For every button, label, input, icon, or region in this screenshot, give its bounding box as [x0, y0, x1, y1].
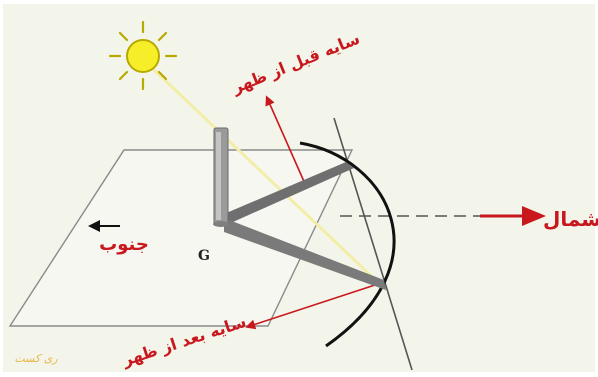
label-north: شمال	[543, 207, 598, 231]
label-south: جنوب	[99, 234, 149, 255]
ground-plane	[8, 149, 354, 327]
gnomon-stick	[213, 127, 229, 227]
shadow-arc	[299, 141, 396, 348]
after-noon-arrow	[245, 283, 379, 330]
before-noon-arrow	[265, 95, 307, 187]
arrow-right-icon	[522, 206, 546, 226]
sun-ray	[148, 64, 388, 292]
label-g: G	[198, 248, 210, 264]
shadow-after-noon-band	[224, 218, 386, 290]
shadow-before-noon-band	[224, 162, 354, 226]
watermark-logo: ری کست	[14, 352, 58, 365]
sun-icon	[108, 20, 178, 91]
arrow-left-icon	[88, 220, 100, 232]
